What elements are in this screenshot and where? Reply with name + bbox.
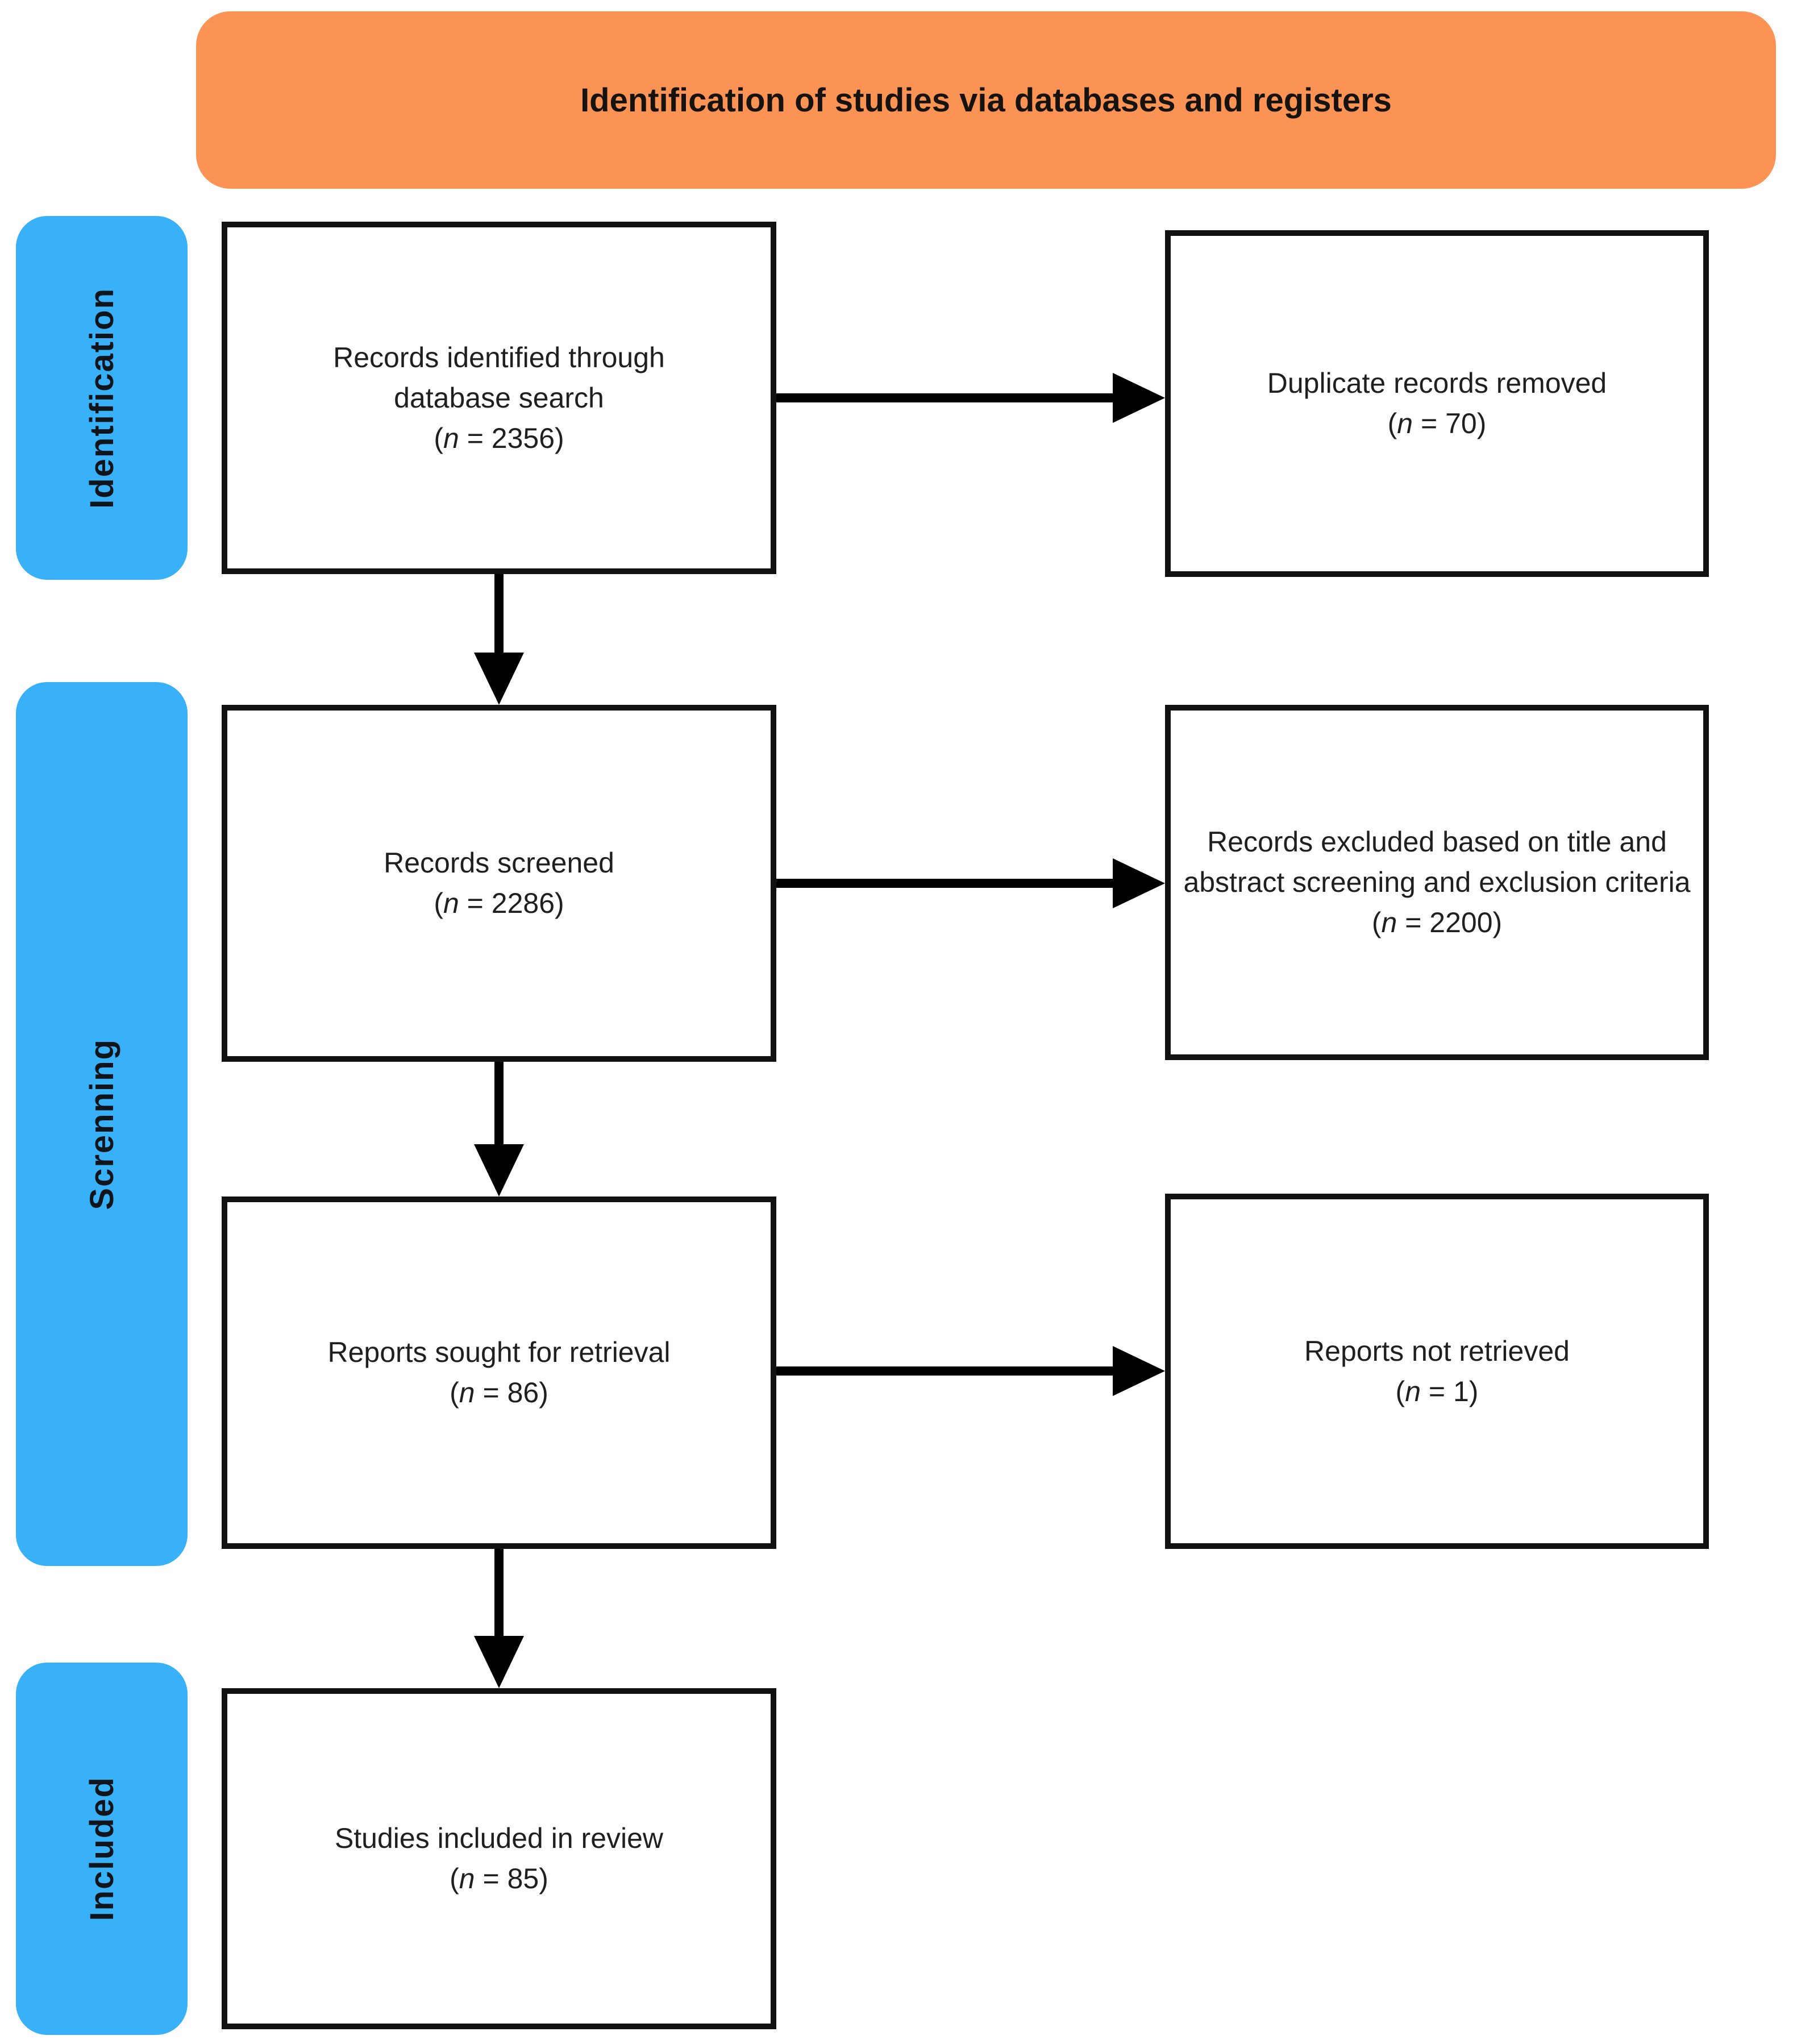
n-symbol: n: [1405, 1375, 1421, 1407]
n-value: 85: [507, 1863, 539, 1895]
flow-box-reports-not-retrieved: Reports not retrieved (n = 1): [1165, 1194, 1709, 1549]
n-open: (: [1395, 1375, 1405, 1407]
n-open: (: [434, 422, 443, 454]
arrow-shaft: [494, 1549, 504, 1638]
arrow-shaft: [494, 1062, 504, 1146]
n-value: 2356: [491, 422, 555, 454]
n-close: ): [539, 1377, 548, 1409]
flow-box-studies-included: Studies included in review (n = 85): [222, 1688, 776, 2029]
n-value: 2286: [491, 887, 555, 919]
n-symbol: n: [1381, 907, 1397, 938]
n-value: 70: [1445, 408, 1477, 439]
n-value: 2200: [1429, 907, 1493, 938]
flow-box-records-identified: Records identified through database sear…: [222, 222, 776, 574]
box-count: (n = 2356): [283, 418, 715, 459]
box-label: Reports not retrieved: [1304, 1335, 1570, 1367]
flow-box-records-screened: Records screened (n = 2286): [222, 705, 776, 1062]
n-equals: =: [1413, 408, 1446, 439]
box-count: (n = 1): [1304, 1372, 1570, 1412]
box-text: Records screened (n = 2286): [384, 843, 614, 924]
box-label: Reports sought for retrieval: [327, 1336, 671, 1368]
flow-box-duplicates-removed: Duplicate records removed (n = 70): [1165, 230, 1709, 577]
arrow-shaft: [776, 1366, 1115, 1376]
arrow-screened-to-sought: [474, 1062, 524, 1197]
arrowhead-down-icon: [474, 1144, 524, 1197]
n-open: (: [1387, 408, 1397, 439]
arrow-screened-to-excluded: [776, 858, 1165, 908]
box-count: (n = 86): [327, 1373, 670, 1413]
n-equals: =: [475, 1863, 507, 1895]
flow-box-reports-sought: Reports sought for retrieval (n = 86): [222, 1197, 776, 1549]
n-equals: =: [1421, 1375, 1453, 1407]
arrowhead-right-icon: [1113, 858, 1165, 908]
box-count: (n = 2286): [384, 883, 614, 924]
box-text: Records excluded based on title and abst…: [1182, 822, 1693, 943]
n-open: (: [1371, 907, 1382, 938]
banner-title: Identification of studies via databases …: [196, 11, 1776, 189]
stage-label: Identification: [83, 287, 120, 509]
arrow-shaft: [494, 574, 504, 655]
box-text: Records identified through database sear…: [283, 338, 715, 459]
stage-label: Included: [83, 1776, 120, 1921]
box-count: (n = 70): [1267, 404, 1607, 444]
box-label: Records identified through database sear…: [333, 341, 665, 414]
n-open: (: [434, 887, 443, 919]
box-label: Studies included in review: [334, 1822, 664, 1854]
arrow-shaft: [776, 879, 1115, 888]
stage-bar-included: Included: [16, 1663, 188, 2035]
n-symbol: n: [1397, 408, 1413, 439]
n-value: 1: [1453, 1375, 1469, 1407]
n-symbol: n: [459, 1377, 475, 1409]
box-count: (n = 2200): [1182, 903, 1693, 943]
flow-box-records-excluded: Records excluded based on title and abst…: [1165, 705, 1709, 1060]
box-text: Studies included in review (n = 85): [335, 1818, 663, 1899]
n-close: ): [539, 1863, 548, 1895]
n-value: 86: [507, 1377, 539, 1409]
arrow-sought-to-included: [474, 1549, 524, 1688]
box-label: Records excluded based on title and abst…: [1183, 826, 1691, 898]
box-label: Duplicate records removed: [1267, 367, 1607, 399]
arrow-sought-to-notretrieved: [776, 1346, 1165, 1396]
n-symbol: n: [443, 887, 459, 919]
n-equals: =: [1397, 907, 1430, 938]
arrowhead-right-icon: [1113, 1346, 1165, 1396]
box-label: Records screened: [384, 847, 614, 879]
box-text: Reports sought for retrieval (n = 86): [327, 1332, 670, 1413]
n-open: (: [450, 1863, 459, 1895]
n-open: (: [450, 1377, 459, 1409]
n-close: ): [1492, 907, 1503, 938]
arrow-identified-to-screened: [474, 574, 524, 705]
n-close: ): [555, 887, 564, 919]
arrowhead-down-icon: [474, 653, 524, 705]
n-symbol: n: [443, 422, 459, 454]
n-equals: =: [475, 1377, 507, 1409]
stage-bar-identification: Identification: [16, 216, 188, 580]
n-close: ): [1468, 1375, 1479, 1407]
stage-label: Screnning: [83, 1038, 120, 1210]
n-equals: =: [459, 887, 492, 919]
box-text: Duplicate records removed (n = 70): [1267, 363, 1607, 444]
n-equals: =: [459, 422, 492, 454]
arrowhead-down-icon: [474, 1636, 524, 1688]
box-count: (n = 85): [335, 1859, 663, 1899]
n-close: ): [555, 422, 564, 454]
arrowhead-right-icon: [1113, 373, 1165, 423]
box-text: Reports not retrieved (n = 1): [1304, 1331, 1570, 1412]
n-symbol: n: [459, 1863, 475, 1895]
arrow-shaft: [776, 393, 1115, 402]
n-close: ): [1476, 408, 1487, 439]
stage-bar-screening: Screnning: [16, 682, 188, 1566]
banner-title-text: Identification of studies via databases …: [580, 81, 1392, 119]
arrow-identified-to-duplicates: [776, 373, 1165, 423]
